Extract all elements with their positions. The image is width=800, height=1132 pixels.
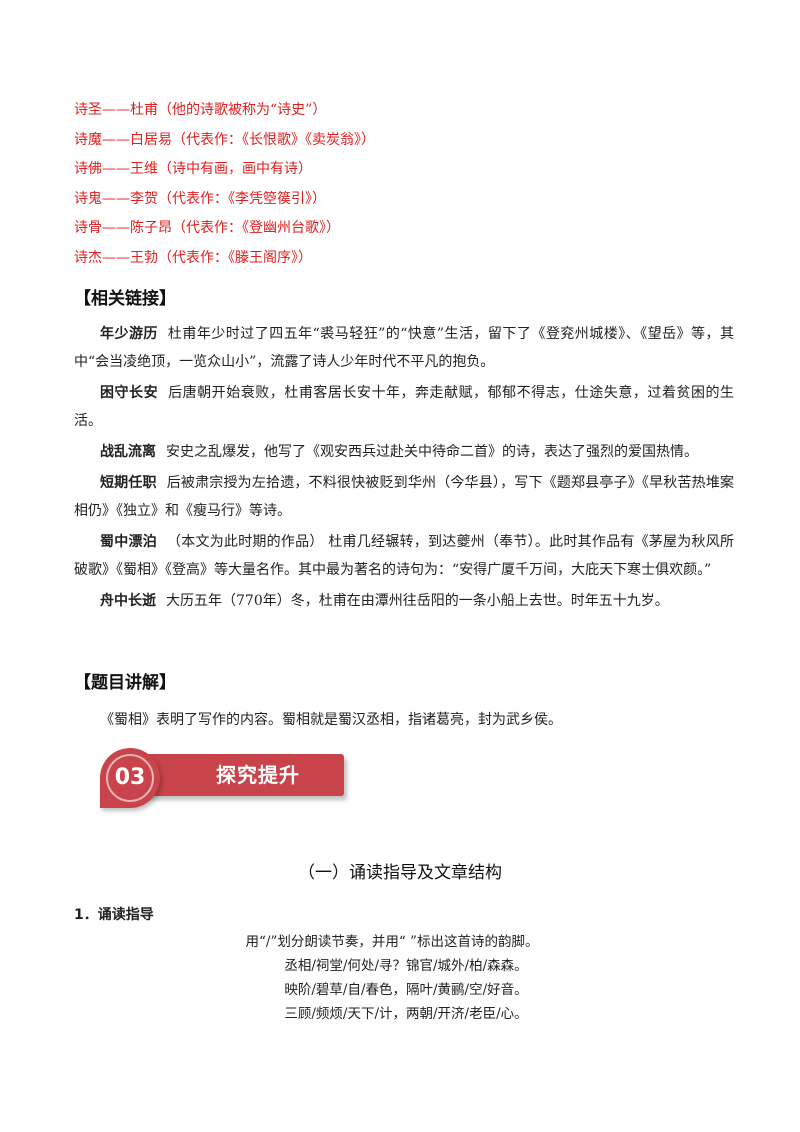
related-term: 舟中长逝 bbox=[100, 593, 156, 609]
related-term: 困守长安 bbox=[100, 385, 159, 401]
related-term: 蜀中漂泊 bbox=[100, 534, 157, 550]
poet-item: 诗佛——王维（诗中有画，画中有诗） bbox=[74, 161, 312, 177]
section-title: （一）诵读指导及文章结构 bbox=[298, 863, 502, 883]
poem-block: 用“/”划分朗读节奏，并用“ ”标出这首诗的韵脚。 丞相/祠堂/何处/寻？锦官/… bbox=[0, 930, 800, 1026]
related-links-heading: 【相关链接】 bbox=[74, 289, 176, 309]
related-term: 短期任职 bbox=[100, 475, 157, 491]
related-item: 短期任职后被肃宗授为左拾遗，不料很快被贬到华州（今华县），写下《题郑县亭子》《早… bbox=[74, 469, 734, 525]
item-title: 1．诵读指导 bbox=[74, 907, 154, 923]
banner-label: 探究提升 bbox=[216, 763, 300, 787]
poem-line: 映阶/碧草/自/春色，隔叶/黄鹂/空/好音。 bbox=[284, 982, 528, 998]
title-explain-heading: 【题目讲解】 bbox=[74, 673, 176, 693]
related-term: 年少游历 bbox=[100, 326, 158, 342]
related-term: 战乱流离 bbox=[100, 444, 156, 460]
banner-number-badge: 03 bbox=[100, 748, 160, 808]
related-text: （本文为此时期的作品） 杜甫几经辗转，到达夔州（奉节）。此时其作品有《茅屋为秋风… bbox=[74, 534, 735, 578]
related-text: 后唐朝开始衰败，杜甫客居长安十年，奔走献赋，郁郁不得志，仕途失意，过着贫困的生活… bbox=[74, 385, 735, 429]
poem-line: 丞相/祠堂/何处/寻？锦官/城外/柏/森森。 bbox=[284, 958, 528, 974]
poet-item: 诗骨——陈子昂（代表作：《登幽州台歌》） bbox=[74, 220, 340, 236]
related-item: 年少游历杜甫年少时过了四五年“裘马轻狂”的“快意”生活，留下了《登兖州城楼》、《… bbox=[74, 320, 734, 376]
poem-instruction: 用“/”划分朗读节奏，并用“ ”标出这首诗的韵脚。 bbox=[245, 934, 539, 950]
related-text: 后被肃宗授为左拾遗，不料很快被贬到华州（今华县），写下《题郑县亭子》《早秋苦热堆… bbox=[74, 475, 735, 519]
related-links: 年少游历杜甫年少时过了四五年“裘马轻狂”的“快意”生活，留下了《登兖州城楼》、《… bbox=[74, 320, 734, 618]
section-banner: 探究提升 03 bbox=[100, 748, 346, 810]
related-text: 大历五年（770年）冬，杜甫在由潭州往岳阳的一条小船上去世。时年五十九岁。 bbox=[166, 593, 669, 609]
badge-ring bbox=[106, 754, 154, 802]
poet-title-list: 诗圣——杜甫（他的诗歌被称为“诗史”） 诗魔——白居易（代表作：《长恨歌》《卖炭… bbox=[74, 96, 734, 273]
poet-item: 诗鬼——李贺（代表作：《李凭箜篌引》） bbox=[74, 190, 326, 207]
poet-item: 诗杰——王勃（代表作：《滕王阁序》） bbox=[74, 249, 312, 266]
banner-bar: 探究提升 bbox=[144, 754, 344, 796]
related-text: 杜甫年少时过了四五年“裘马轻狂”的“快意”生活，留下了《登兖州城楼》、《望岳》等… bbox=[74, 326, 734, 370]
poet-item: 诗圣——杜甫（他的诗歌被称为“诗史”） bbox=[74, 102, 327, 118]
related-item: 战乱流离安史之乱爆发，他写了《观安西兵过赴关中待命二首》的诗，表达了强烈的爱国热… bbox=[74, 438, 734, 466]
banner-number: 03 bbox=[114, 765, 146, 790]
poem-line: 三顾/频烦/天下/计，两朝/开济/老臣/心。 bbox=[284, 1006, 528, 1022]
poet-item: 诗魔——白居易（代表作：《长恨歌》《卖炭翁》） bbox=[74, 131, 375, 148]
related-item: 蜀中漂泊（本文为此时期的作品） 杜甫几经辗转，到达夔州（奉节）。此时其作品有《茅… bbox=[74, 528, 734, 584]
related-text: 安史之乱爆发，他写了《观安西兵过赴关中待命二首》的诗，表达了强烈的爱国热情。 bbox=[166, 444, 698, 460]
title-explain-text: 《蜀相》表明了写作的内容。蜀相就是蜀汉丞相，指诸葛亮，封为武乡侯。 bbox=[100, 712, 562, 728]
related-item: 困守长安后唐朝开始衰败，杜甫客居长安十年，奔走献赋，郁郁不得志，仕途失意，过着贫… bbox=[74, 379, 734, 435]
related-item: 舟中长逝大历五年（770年）冬，杜甫在由潭州往岳阳的一条小船上去世。时年五十九岁… bbox=[74, 587, 734, 615]
